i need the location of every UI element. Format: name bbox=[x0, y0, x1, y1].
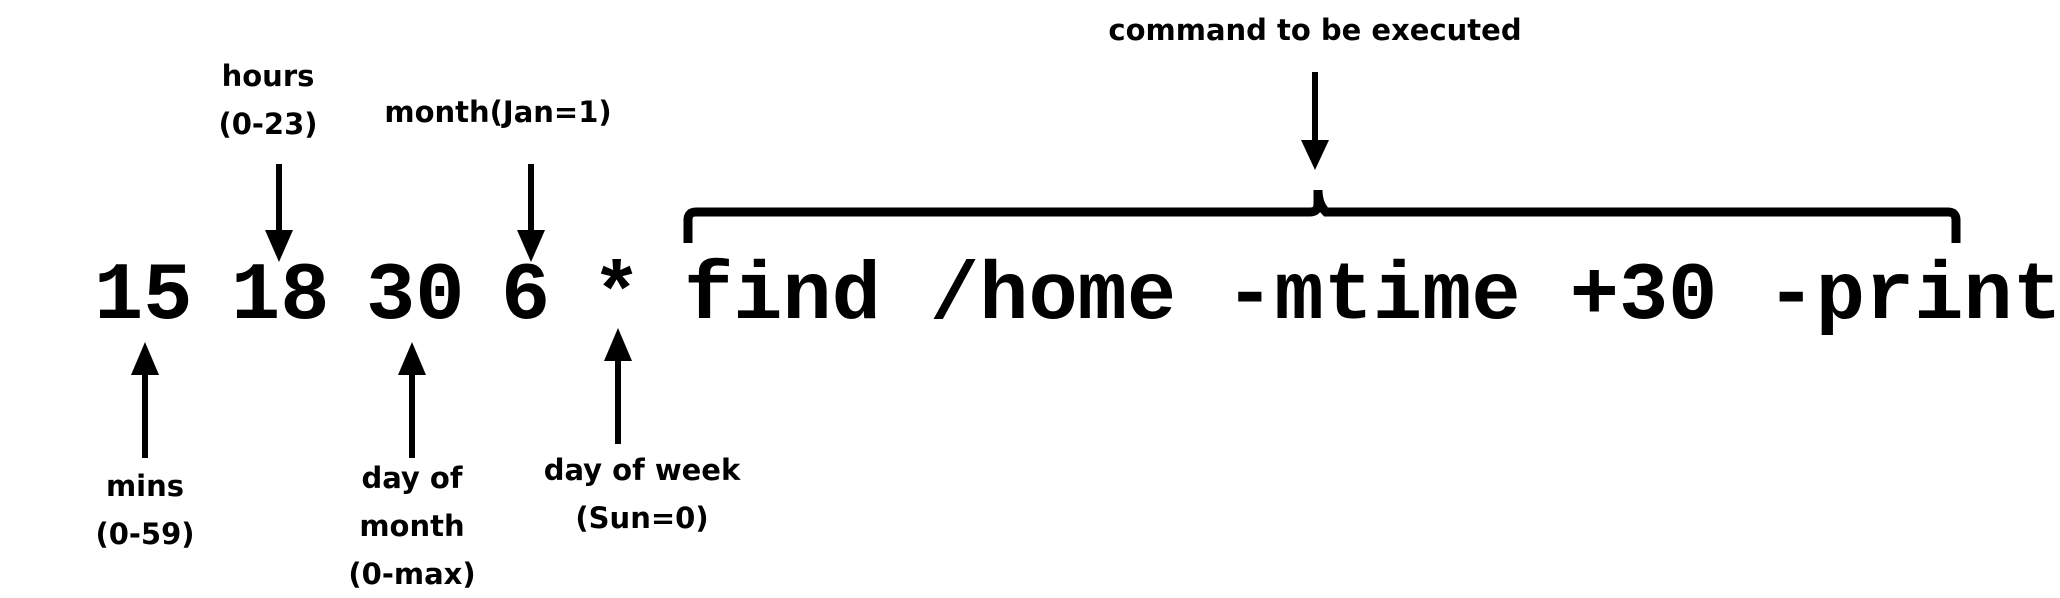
day-of-week-arrow bbox=[604, 328, 632, 444]
command-brace bbox=[683, 189, 1961, 243]
day-of-week-label-line: day of week bbox=[543, 453, 741, 487]
day-of-month-label-line: month bbox=[359, 509, 465, 543]
month-label: month(Jan=1) bbox=[384, 88, 611, 136]
month-label-line: month(Jan=1) bbox=[384, 95, 612, 129]
command-arrow bbox=[1301, 72, 1329, 170]
hours-label-line: hours bbox=[221, 59, 315, 93]
hours-label-line: (0-23) bbox=[218, 107, 318, 141]
month-arrow bbox=[517, 164, 545, 262]
mins-label-line: (0-59) bbox=[95, 517, 195, 551]
day-of-month-field: 30 bbox=[366, 250, 465, 343]
hour-field: 18 bbox=[231, 250, 330, 343]
command-field: find /home -mtime +30 -print bbox=[684, 250, 2060, 343]
minute-field: 15 bbox=[94, 250, 193, 343]
day-of-month-label-line: day of bbox=[361, 461, 463, 495]
command-label-line: command to be executed bbox=[1108, 13, 1522, 47]
day-of-month-label-line: (0-max) bbox=[348, 557, 476, 591]
mins-label-line: mins bbox=[105, 469, 185, 503]
day-of-week-label: day of week (Sun=0) bbox=[544, 446, 741, 542]
mins-label: mins (0-59) bbox=[95, 462, 194, 558]
hours-label: hours (0-23) bbox=[218, 52, 317, 148]
day-of-week-label-line: (Sun=0) bbox=[575, 501, 709, 535]
command-label: command to be executed bbox=[1108, 6, 1521, 54]
mins-arrow bbox=[131, 342, 159, 458]
day-of-month-label: day of month (0-max) bbox=[348, 454, 475, 598]
day-of-week-field: * bbox=[592, 250, 642, 343]
day-of-month-arrow bbox=[398, 342, 426, 458]
hours-arrow bbox=[265, 164, 293, 262]
month-field: 6 bbox=[501, 250, 551, 343]
